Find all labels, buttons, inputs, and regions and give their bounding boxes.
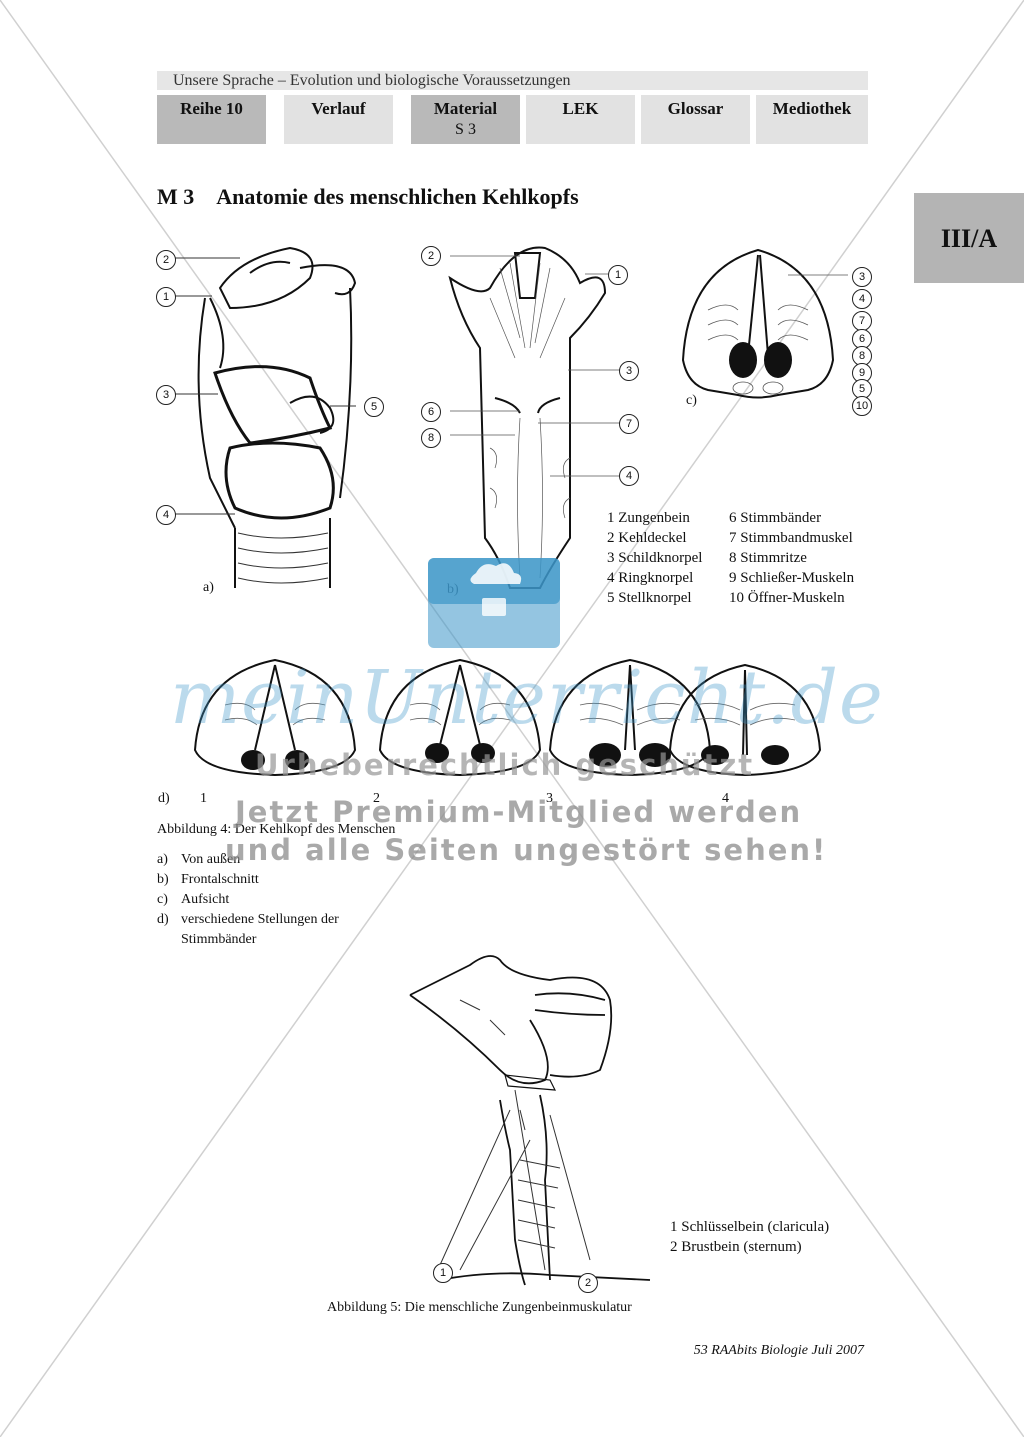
watermark-cta-line1: Jetzt Premium-Mitglied werden xyxy=(235,795,803,829)
callout-a-3: 3 xyxy=(156,385,176,405)
watermark-cta-line2: und alle Seiten ungestört sehen! xyxy=(225,833,828,867)
larynx-top-view-drawing xyxy=(681,248,848,399)
legend-item-6: 6 Stimmbänder xyxy=(729,510,822,526)
list-key: d) xyxy=(157,912,169,927)
hyoid-musculature-drawing xyxy=(409,955,651,1286)
list-value: verschiedene Stellungen der Stimmbänder xyxy=(181,912,339,947)
figure-d-label: d) xyxy=(158,791,170,806)
nav-mediothek-label: Mediothek xyxy=(772,99,852,118)
section-nav: Reihe 10 Verlauf Material S 3 LEK Glossar… xyxy=(157,95,868,144)
callout-b-6: 6 xyxy=(421,402,441,422)
figure-a-label: a) xyxy=(203,580,214,595)
watermark-brand: meinUnterricht.de xyxy=(170,655,884,741)
legend-item-1: 1 Zungenbein xyxy=(607,510,690,526)
legend-item-3: 3 Schildknorpel xyxy=(607,550,703,566)
nav-mediothek[interactable]: Mediothek xyxy=(756,95,868,144)
callout-a-2: 2 xyxy=(156,250,176,270)
callout-c-7: 7 xyxy=(852,311,872,331)
nav-verlauf[interactable]: Verlauf xyxy=(284,95,393,144)
legend-row: 5 Stellknorpel 10 Öffner-Muskeln xyxy=(607,588,854,608)
figure4-items: a)Von außen b)Frontalschnitt c)Aufsicht … xyxy=(157,850,397,950)
callout-b-8: 8 xyxy=(421,428,441,448)
callout-b-7: 7 xyxy=(619,414,639,434)
list-item: b) Frontalschnitt xyxy=(157,870,397,890)
material-title: Anatomie des menschlichen Kehlkopfs xyxy=(216,184,579,209)
legend-item-sternum: 2 Brustbein (sternum) xyxy=(670,1239,802,1255)
position-4-label: 4 xyxy=(722,791,729,806)
legend-row: 2 Kehldeckel 7 Stimmbandmuskel xyxy=(607,528,854,548)
legend-item-10: 10 Öffner-Muskeln xyxy=(729,590,845,606)
nav-material-label: Material xyxy=(433,99,498,118)
watermark-briefcase-icon xyxy=(428,558,560,648)
nav-verlauf-label: Verlauf xyxy=(311,99,366,118)
callout-b-3: 3 xyxy=(619,361,639,381)
figure4-caption: Abbildung 4: Der Kehlkopf des Menschen xyxy=(157,822,396,837)
callout-b-2: 2 xyxy=(421,246,441,266)
legend-item-7: 7 Stimmbandmuskel xyxy=(729,530,853,546)
nav-lek-label: LEK xyxy=(562,99,599,118)
series-title-bar: Unsere Sprache – Evolution und biologisc… xyxy=(157,71,868,90)
nav-reihe-label: Reihe 10 xyxy=(180,99,243,118)
position-1-label: 1 xyxy=(200,791,207,806)
figure4-legend: 1 Zungenbein 6 Stimmbänder 2 Kehldeckel 7 … xyxy=(607,508,854,608)
callout-a-5: 5 xyxy=(364,397,384,417)
nav-glossar[interactable]: Glossar xyxy=(641,95,750,144)
figure5-caption: Abbildung 5: Die menschliche Zungenbeinm… xyxy=(327,1300,632,1315)
legend-item-clavicle: 1 Schlüsselbein (claricula) xyxy=(670,1219,830,1235)
position-3-label: 3 xyxy=(546,791,553,806)
callout-c-3: 3 xyxy=(852,267,872,287)
callout-fig5-1: 1 xyxy=(433,1263,453,1283)
callout-a-1: 1 xyxy=(156,287,176,307)
list-item: a) Von außen xyxy=(157,850,397,870)
nav-material[interactable]: Material S 3 xyxy=(411,95,520,144)
legend-item-9: 9 Schließer-Muskeln xyxy=(729,570,855,586)
list-key: c) xyxy=(157,892,168,907)
nav-material-page: S 3 xyxy=(455,121,476,138)
list-item: d) verschiedene Stellungen der Stimmbände… xyxy=(157,910,397,950)
nav-lek[interactable]: LEK xyxy=(526,95,635,144)
callout-b-1: 1 xyxy=(608,265,628,285)
list-key: b) xyxy=(157,872,169,887)
nav-reihe[interactable]: Reihe 10 xyxy=(157,95,266,144)
list-item: c) Aufsicht xyxy=(157,890,397,910)
chapter-tab: III/A xyxy=(914,193,1024,283)
larynx-exterior-drawing xyxy=(170,246,357,588)
legend-item-8: 8 Stimmritze xyxy=(729,550,807,566)
list-value: Aufsicht xyxy=(181,892,230,907)
material-number: M 3 xyxy=(157,184,195,209)
nav-glossar-label: Glossar xyxy=(667,99,724,118)
list-key: a) xyxy=(157,852,168,867)
legend-row: 3 Schildknorpel 8 Stimmritze xyxy=(607,548,854,568)
list-value: Frontalschnitt xyxy=(181,872,259,887)
watermark-copyright: Urheberrechtlich geschützt xyxy=(255,748,755,782)
figure5-legend: 1 Schlüsselbein (claricula) 2 Brustbein … xyxy=(670,1217,829,1257)
callout-fig5-2: 2 xyxy=(578,1273,598,1293)
figure-c-label: c) xyxy=(686,393,697,408)
page-title: M 3 Anatomie des menschlichen Kehlkopfs xyxy=(157,184,579,210)
callout-b-4: 4 xyxy=(619,466,639,486)
legend-item-2: 2 Kehldeckel xyxy=(607,530,687,546)
list-value: Von außen xyxy=(181,852,241,867)
callout-c-10: 10 xyxy=(852,396,872,416)
page-footer: 53 RAAbits Biologie Juli 2007 xyxy=(693,1343,864,1358)
callout-c-4: 4 xyxy=(852,289,872,309)
legend-item-5: 5 Stellknorpel xyxy=(607,590,692,606)
callout-a-4: 4 xyxy=(156,505,176,525)
legend-row: 4 Ringknorpel 9 Schließer-Muskeln xyxy=(607,568,854,588)
legend-item-4: 4 Ringknorpel xyxy=(607,570,694,586)
position-2-label: 2 xyxy=(373,791,380,806)
vocal-cord-positions-drawing xyxy=(193,658,822,777)
legend-row: 1 Zungenbein 6 Stimmbänder xyxy=(607,508,854,528)
